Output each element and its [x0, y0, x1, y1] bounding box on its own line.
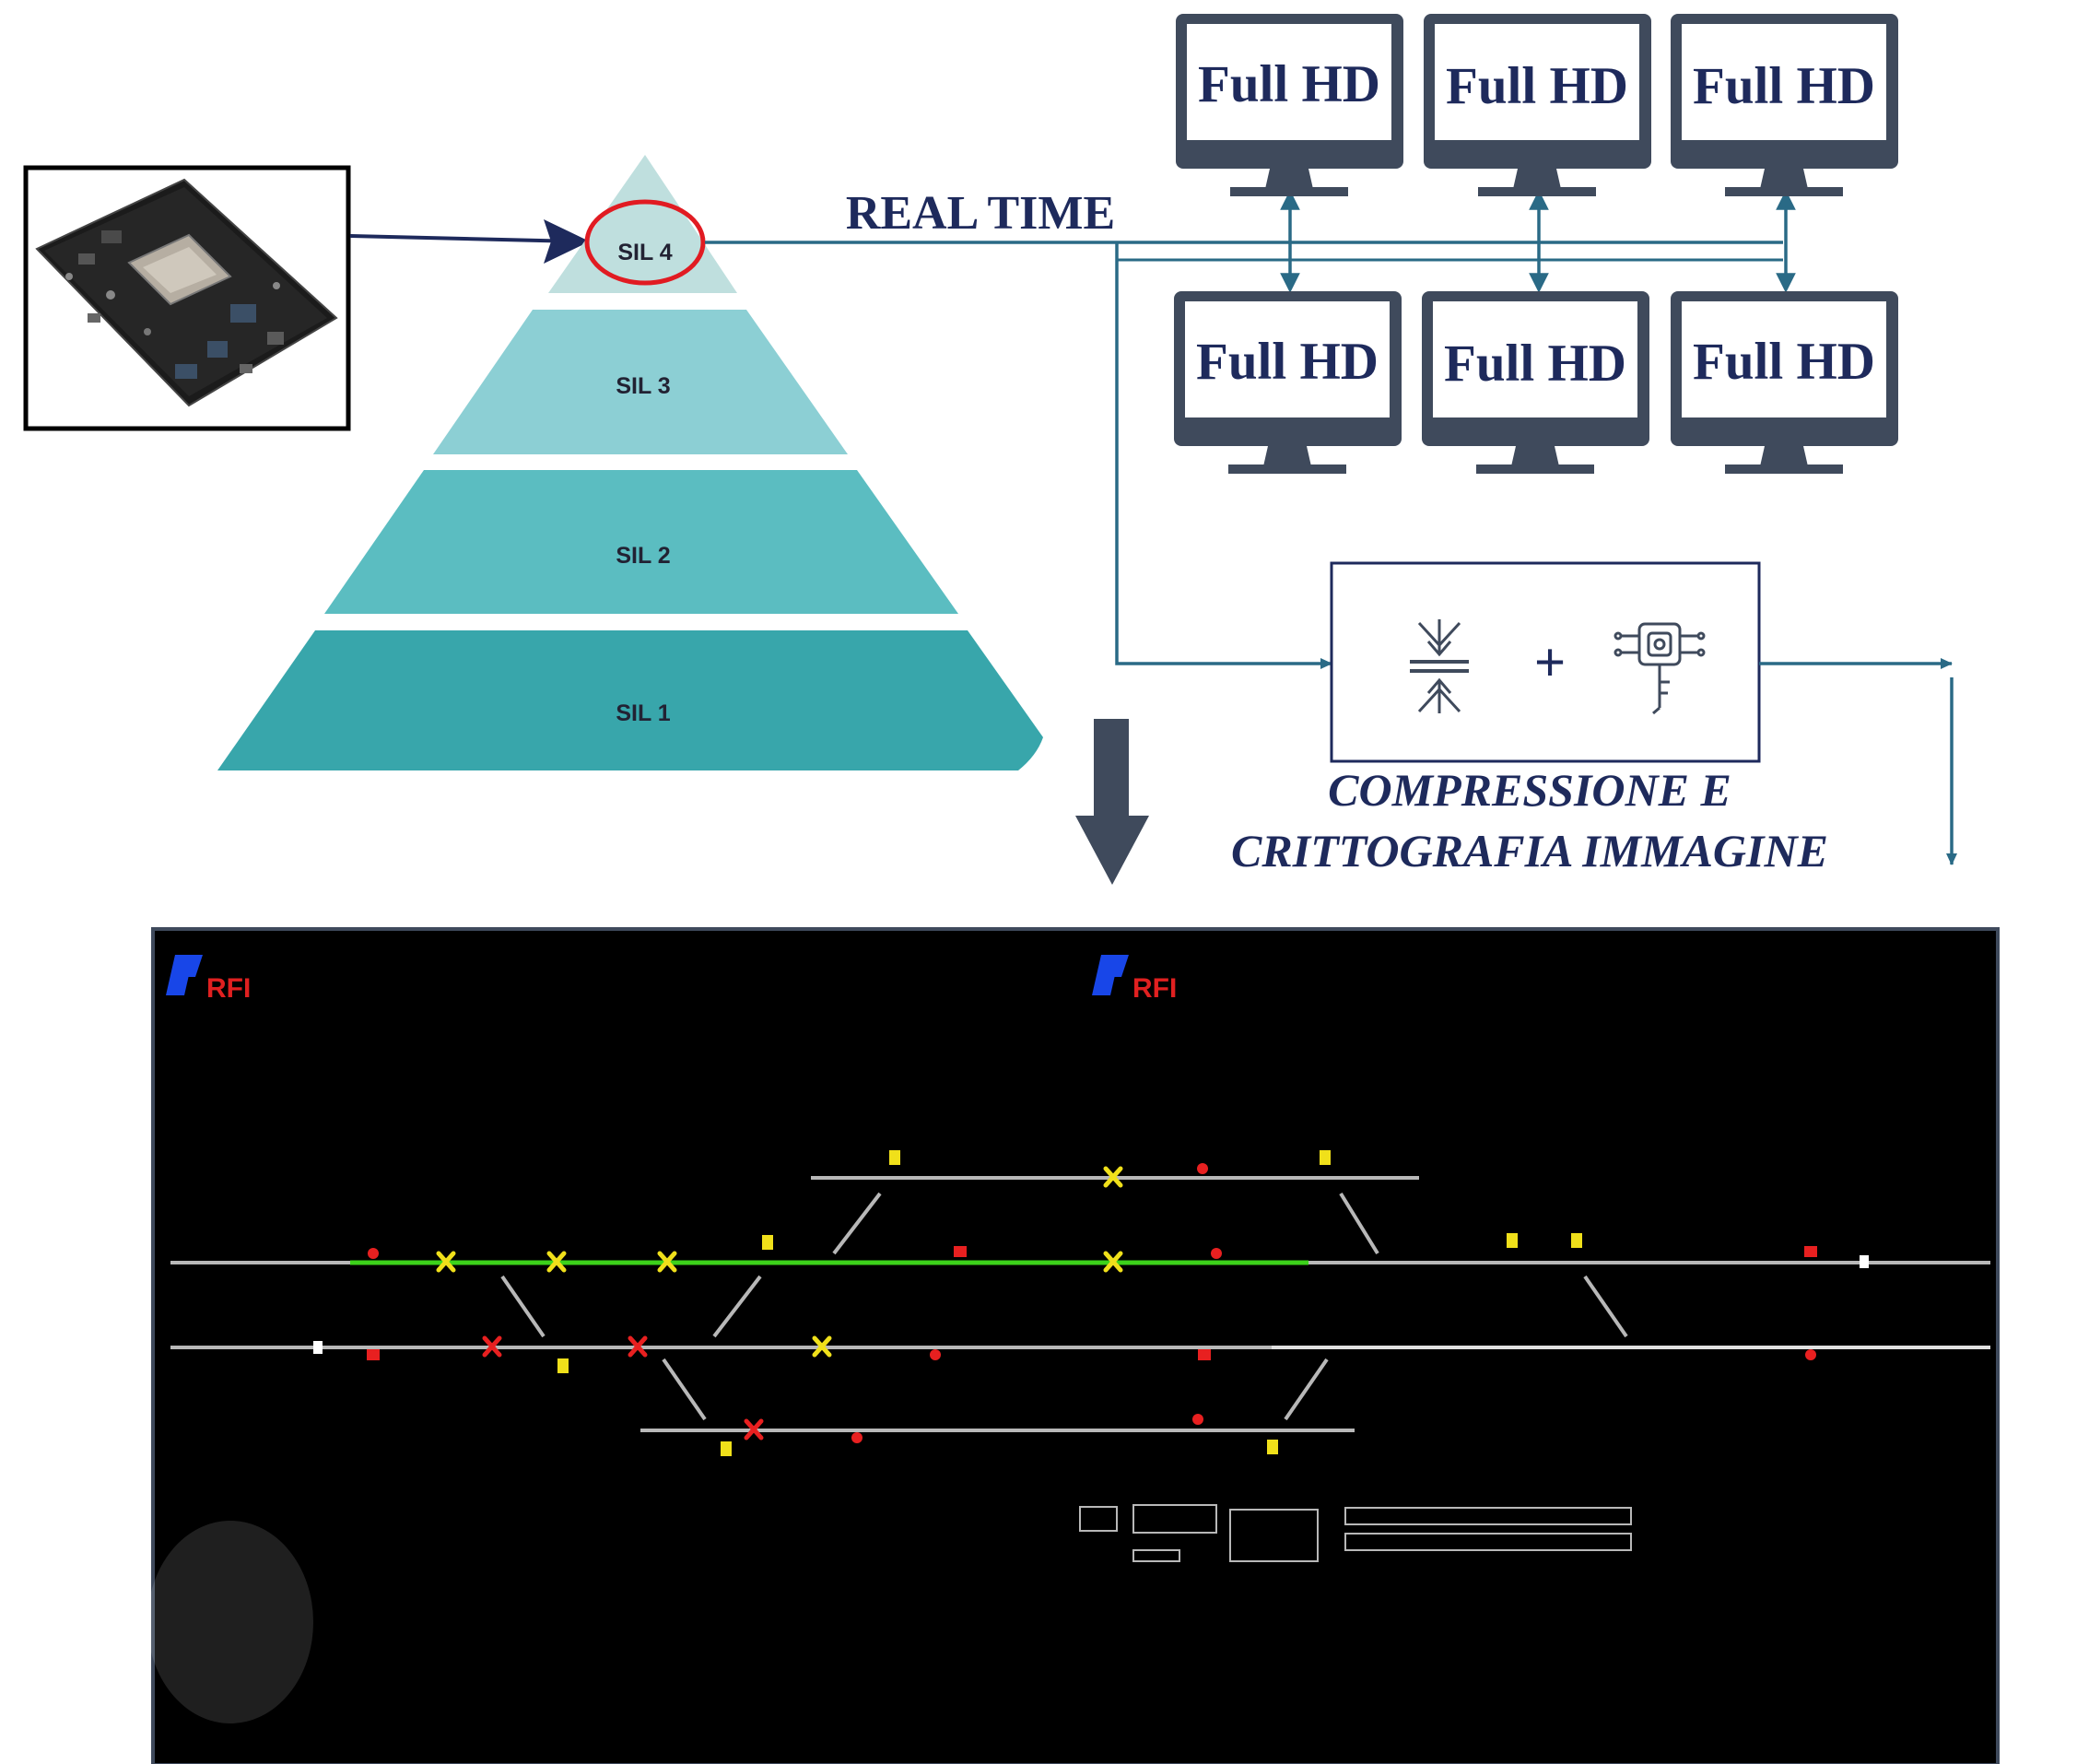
processing-box: + [1330, 561, 1761, 763]
plus-sign: + [1534, 632, 1566, 692]
monitor: Full HD [1671, 291, 1898, 474]
down-arrow-icon [1075, 719, 1149, 885]
monitor: Full HD [1422, 291, 1649, 474]
board-to-sil4-arrow [349, 234, 581, 246]
monitor-label: Full HD [1444, 335, 1626, 393]
monitor-grid: Full HD Full HD Full HD Full HD [1174, 14, 1898, 474]
sil-pyramid: SIL 4 SIL 3 SIL 2 SIL 1 [217, 155, 1043, 770]
board-image [23, 165, 351, 431]
monitor: Full HD [1424, 14, 1651, 196]
sil4-label: SIL 4 [617, 240, 672, 265]
monitor: Full HD [1671, 14, 1898, 196]
rfi-logo-text: RFI [206, 973, 251, 1004]
monitor-label: Full HD [1196, 333, 1379, 391]
panel-glare [147, 1521, 313, 1723]
monitor-label: Full HD [1693, 57, 1875, 115]
rfi-logo-icon [166, 955, 203, 995]
processing-caption-line1: COMPRESSIONE E [1328, 764, 1731, 816]
status-boxes [1079, 1504, 1632, 1562]
compress-icon [1410, 619, 1469, 713]
track-layout [170, 1176, 1990, 1432]
sil3-label: SIL 3 [616, 373, 670, 399]
sil2-label: SIL 2 [616, 543, 670, 569]
real-time-branch-line [1115, 242, 1332, 669]
embedded-board-icon [35, 178, 338, 407]
monitor-label: Full HD [1446, 57, 1628, 115]
sil4-highlight-circle [584, 199, 706, 286]
real-time-label: REAL TIME [846, 187, 1115, 240]
processing-caption-line2: CRITTOGRAFIA IMMAGINE [1231, 825, 1828, 876]
railway-panel: RFI RFI [147, 927, 2000, 1764]
monitor-label: Full HD [1198, 55, 1380, 113]
sil1-label: SIL 1 [616, 700, 670, 726]
switch-markers [436, 1166, 1123, 1441]
signals [313, 1150, 1869, 1456]
pyramid-tier-sil2 [324, 470, 958, 614]
arrowhead-icon [544, 219, 590, 264]
pyramid-tier-sil3 [433, 310, 848, 454]
monitor-links [1280, 190, 1796, 293]
rfi-logo-icon [1092, 955, 1129, 995]
pyramid-tier-sil4 [548, 155, 737, 293]
pyramid-tier-sil1 [217, 630, 1043, 770]
monitor: Full HD [1176, 14, 1403, 196]
key-chip-icon [1613, 622, 1706, 715]
rfi-logo-text: RFI [1132, 973, 1177, 1004]
monitor: Full HD [1174, 291, 1402, 474]
monitor-label: Full HD [1693, 333, 1875, 391]
rfi-logo: RFI [166, 955, 251, 1004]
rfi-logo: RFI [1092, 955, 1177, 1004]
